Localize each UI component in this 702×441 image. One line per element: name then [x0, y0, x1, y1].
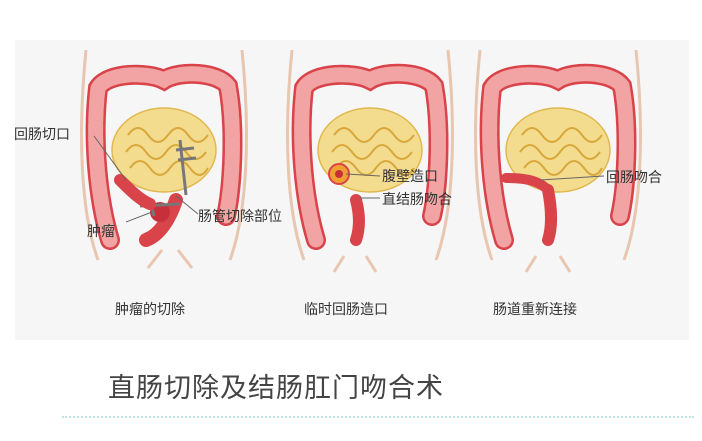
dotted-divider [62, 416, 694, 418]
label-colorectal-anastomosis: 直结肠吻合 [382, 192, 452, 208]
caption-bowel-reconnection: 肠道重新连接 [493, 302, 577, 318]
diagram-title: 直肠切除及结肠肛门吻合术 [108, 373, 444, 404]
caption-tumor-resection: 肿瘤的切除 [115, 302, 185, 318]
label-ileal-anastomosis: 回肠吻合 [606, 170, 662, 186]
label-ileostomy-cut: 回肠切口 [14, 127, 70, 143]
label-bowel-resection-site: 肠管切除部位 [198, 209, 282, 225]
label-tumor: 肿瘤 [87, 224, 115, 240]
caption-temporary-ileostomy: 临时回肠造口 [304, 302, 388, 318]
leader-lines [93, 135, 605, 223]
label-abdominal-stoma: 腹壁造口 [382, 169, 438, 185]
